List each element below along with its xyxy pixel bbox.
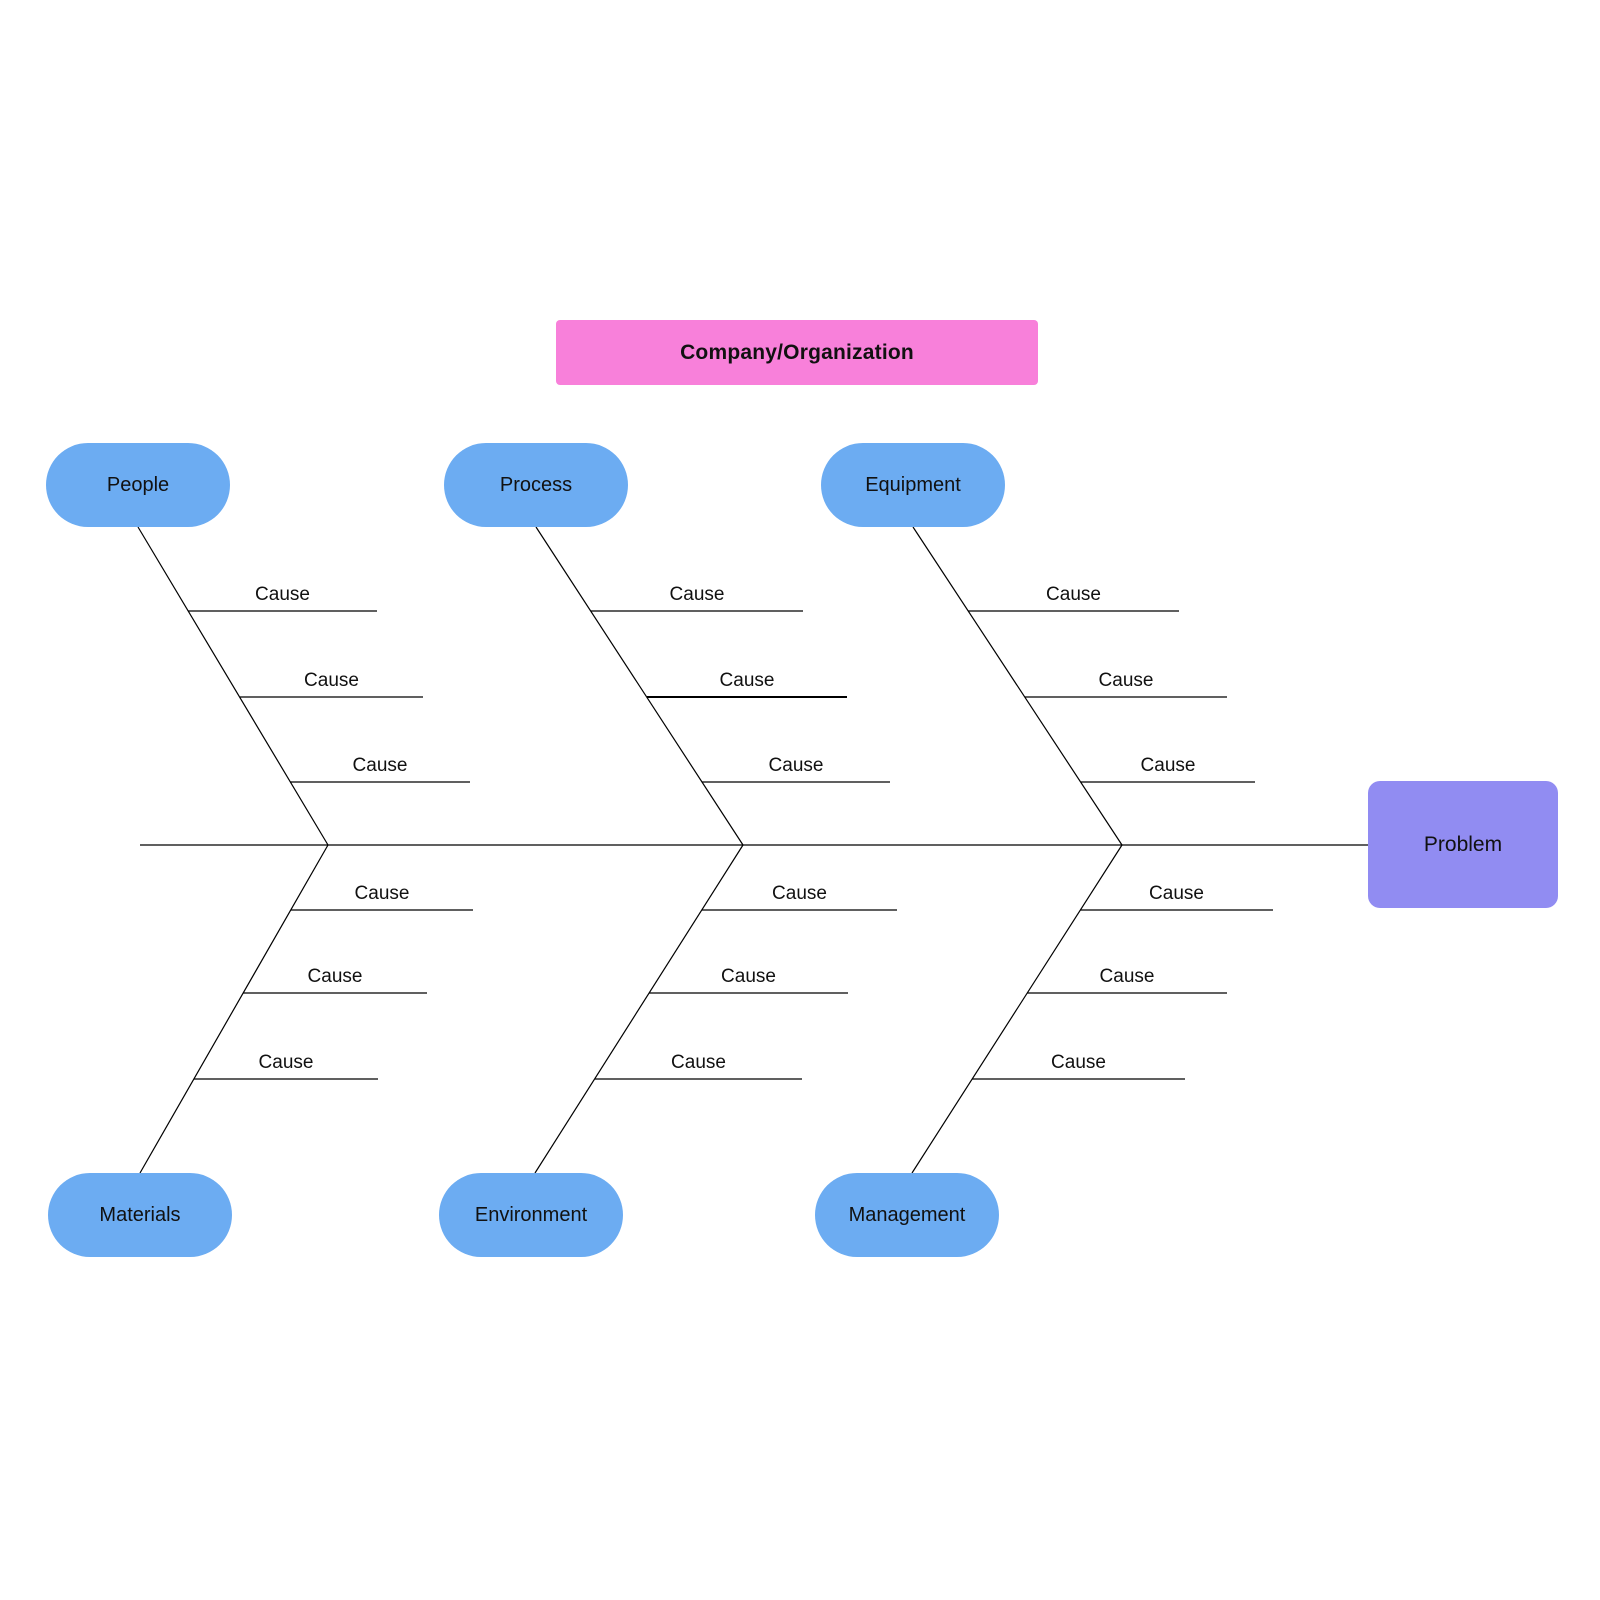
cause-label[interactable]: Cause xyxy=(1140,755,1196,776)
cause-label[interactable]: Cause xyxy=(1149,883,1204,904)
category-pill-people[interactable]: People xyxy=(46,443,230,527)
cause-label[interactable]: Cause xyxy=(1046,584,1101,605)
cause-label[interactable]: Cause xyxy=(768,755,824,776)
category-label: Equipment xyxy=(865,473,961,496)
category-label: Process xyxy=(499,473,573,496)
category-label: Materials xyxy=(99,1203,181,1226)
cause-label[interactable]: Cause xyxy=(258,1052,314,1073)
people-bone-line xyxy=(137,526,329,846)
cause-label[interactable]: Cause xyxy=(719,670,775,691)
cause-label[interactable]: Cause xyxy=(772,883,827,904)
category-label: Management xyxy=(848,1203,966,1226)
cause-label[interactable]: Cause xyxy=(255,584,310,605)
cause-label[interactable]: Cause xyxy=(352,755,408,776)
problem-label: Problem xyxy=(1423,832,1503,856)
category-pill-environment[interactable]: Environment xyxy=(439,1173,623,1257)
cause-label[interactable]: Cause xyxy=(304,670,359,691)
cause-label[interactable]: Cause xyxy=(307,966,363,987)
category-pill-equipment[interactable]: Equipment xyxy=(821,443,1005,527)
category-pill-materials[interactable]: Materials xyxy=(48,1173,232,1257)
company-organization-box[interactable]: Company/Organization xyxy=(556,320,1038,385)
cause-label[interactable]: Cause xyxy=(671,1052,726,1073)
environment-bone-line xyxy=(534,844,744,1174)
equipment-bone-line xyxy=(912,526,1123,846)
problem-box[interactable]: Problem xyxy=(1368,781,1558,908)
cause-label[interactable]: Cause xyxy=(354,883,410,904)
cause-label[interactable]: Cause xyxy=(669,584,725,605)
category-pill-process[interactable]: Process xyxy=(444,443,628,527)
category-pill-management[interactable]: Management xyxy=(815,1173,999,1257)
category-label: Environment xyxy=(474,1203,588,1226)
cause-label[interactable]: Cause xyxy=(721,966,776,987)
cause-label[interactable]: Cause xyxy=(1098,670,1154,691)
materials-bone-line xyxy=(139,844,329,1174)
process-bone-line xyxy=(535,526,744,846)
company-organization-label: Company/Organization xyxy=(680,340,914,364)
management-bone-line xyxy=(911,844,1123,1174)
category-label: People xyxy=(106,473,170,496)
cause-label[interactable]: Cause xyxy=(1051,1052,1106,1073)
cause-label[interactable]: Cause xyxy=(1099,966,1155,987)
